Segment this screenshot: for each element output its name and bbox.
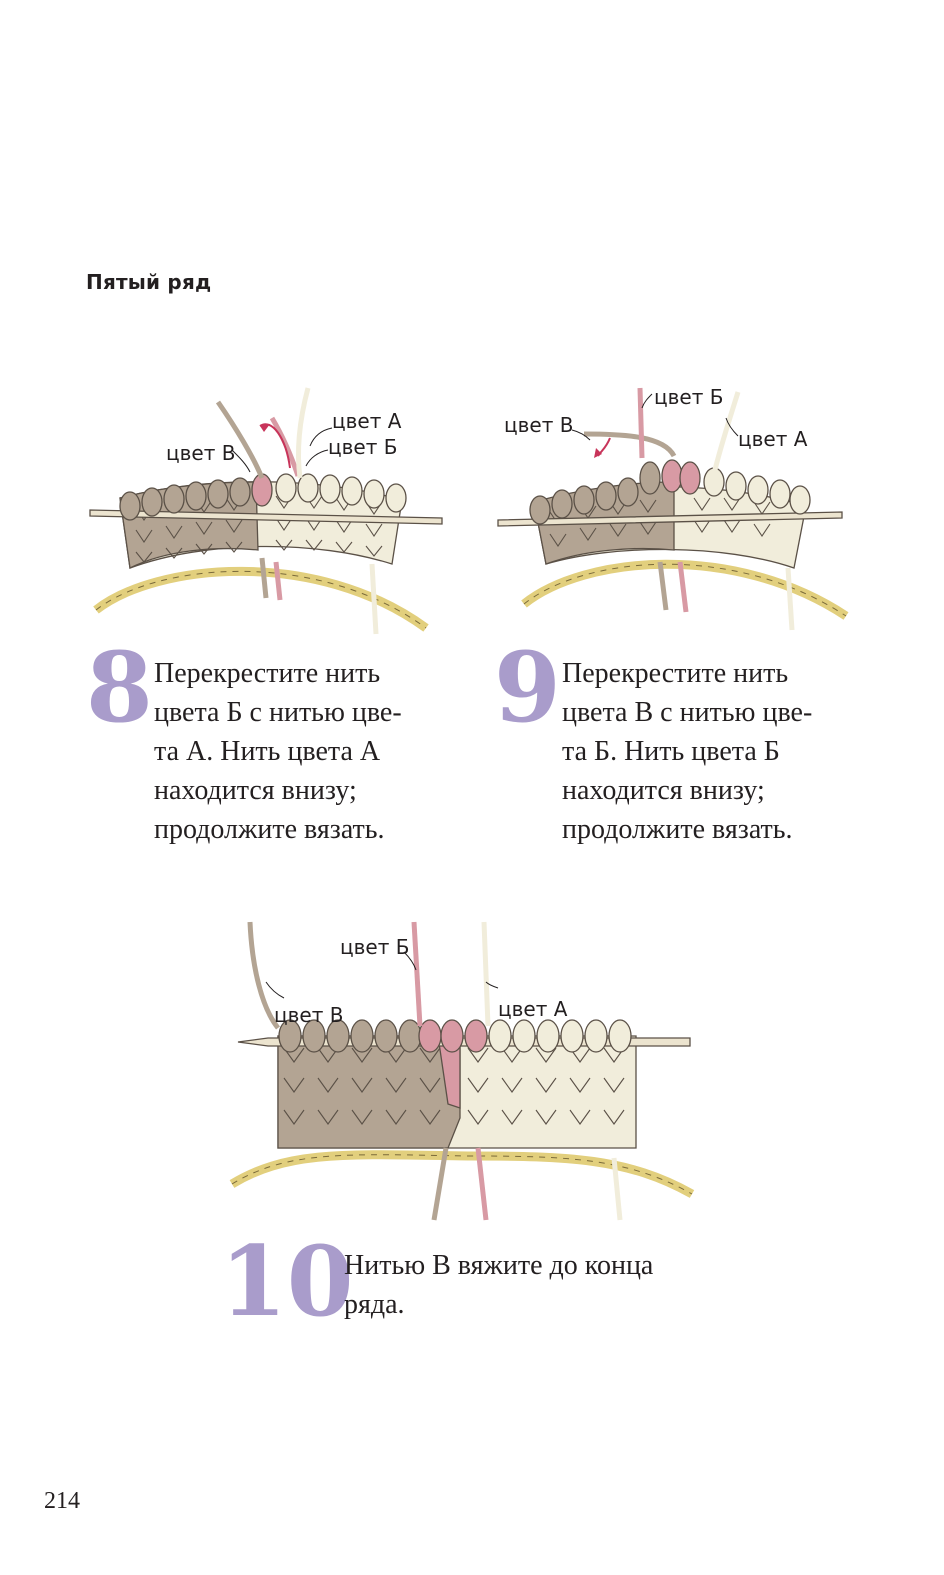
step-9-number: 9 (494, 631, 561, 744)
step-9-label-c: цвет В (504, 413, 573, 437)
page-number: 214 (44, 1488, 80, 1514)
step-10-label-b: цвет Б (340, 935, 409, 959)
step-10-text: Нитью В вяжите до конца ряда. (344, 1250, 654, 1320)
step-9-label-b: цвет Б (654, 385, 723, 409)
step-8-label-a: цвет А (332, 409, 402, 433)
step-8-label-c: цвет В (166, 441, 235, 465)
step-10-number: 10 (220, 1225, 354, 1338)
step-10-label-c: цвет В (274, 1003, 343, 1027)
step-9-illustration: цвет Б цвет А цвет В (494, 378, 860, 640)
step-10-label-a: цвет А (498, 997, 568, 1021)
step-8-text: Перекрестите нить цвета Б с нитью цве- т… (154, 658, 402, 845)
section-title: Пятый ряд (86, 270, 212, 294)
step-8-label-b: цвет Б (328, 435, 397, 459)
step-10-illustration: цвет В цвет Б цвет А (228, 918, 698, 1228)
step-9-text: Перекрестите нить цвета В с нитью цве- т… (562, 658, 813, 845)
step-9-label-a: цвет А (738, 427, 808, 451)
step-8-illustration: цвет А цвет Б цвет В (86, 378, 452, 640)
step-8-number: 8 (86, 631, 153, 744)
